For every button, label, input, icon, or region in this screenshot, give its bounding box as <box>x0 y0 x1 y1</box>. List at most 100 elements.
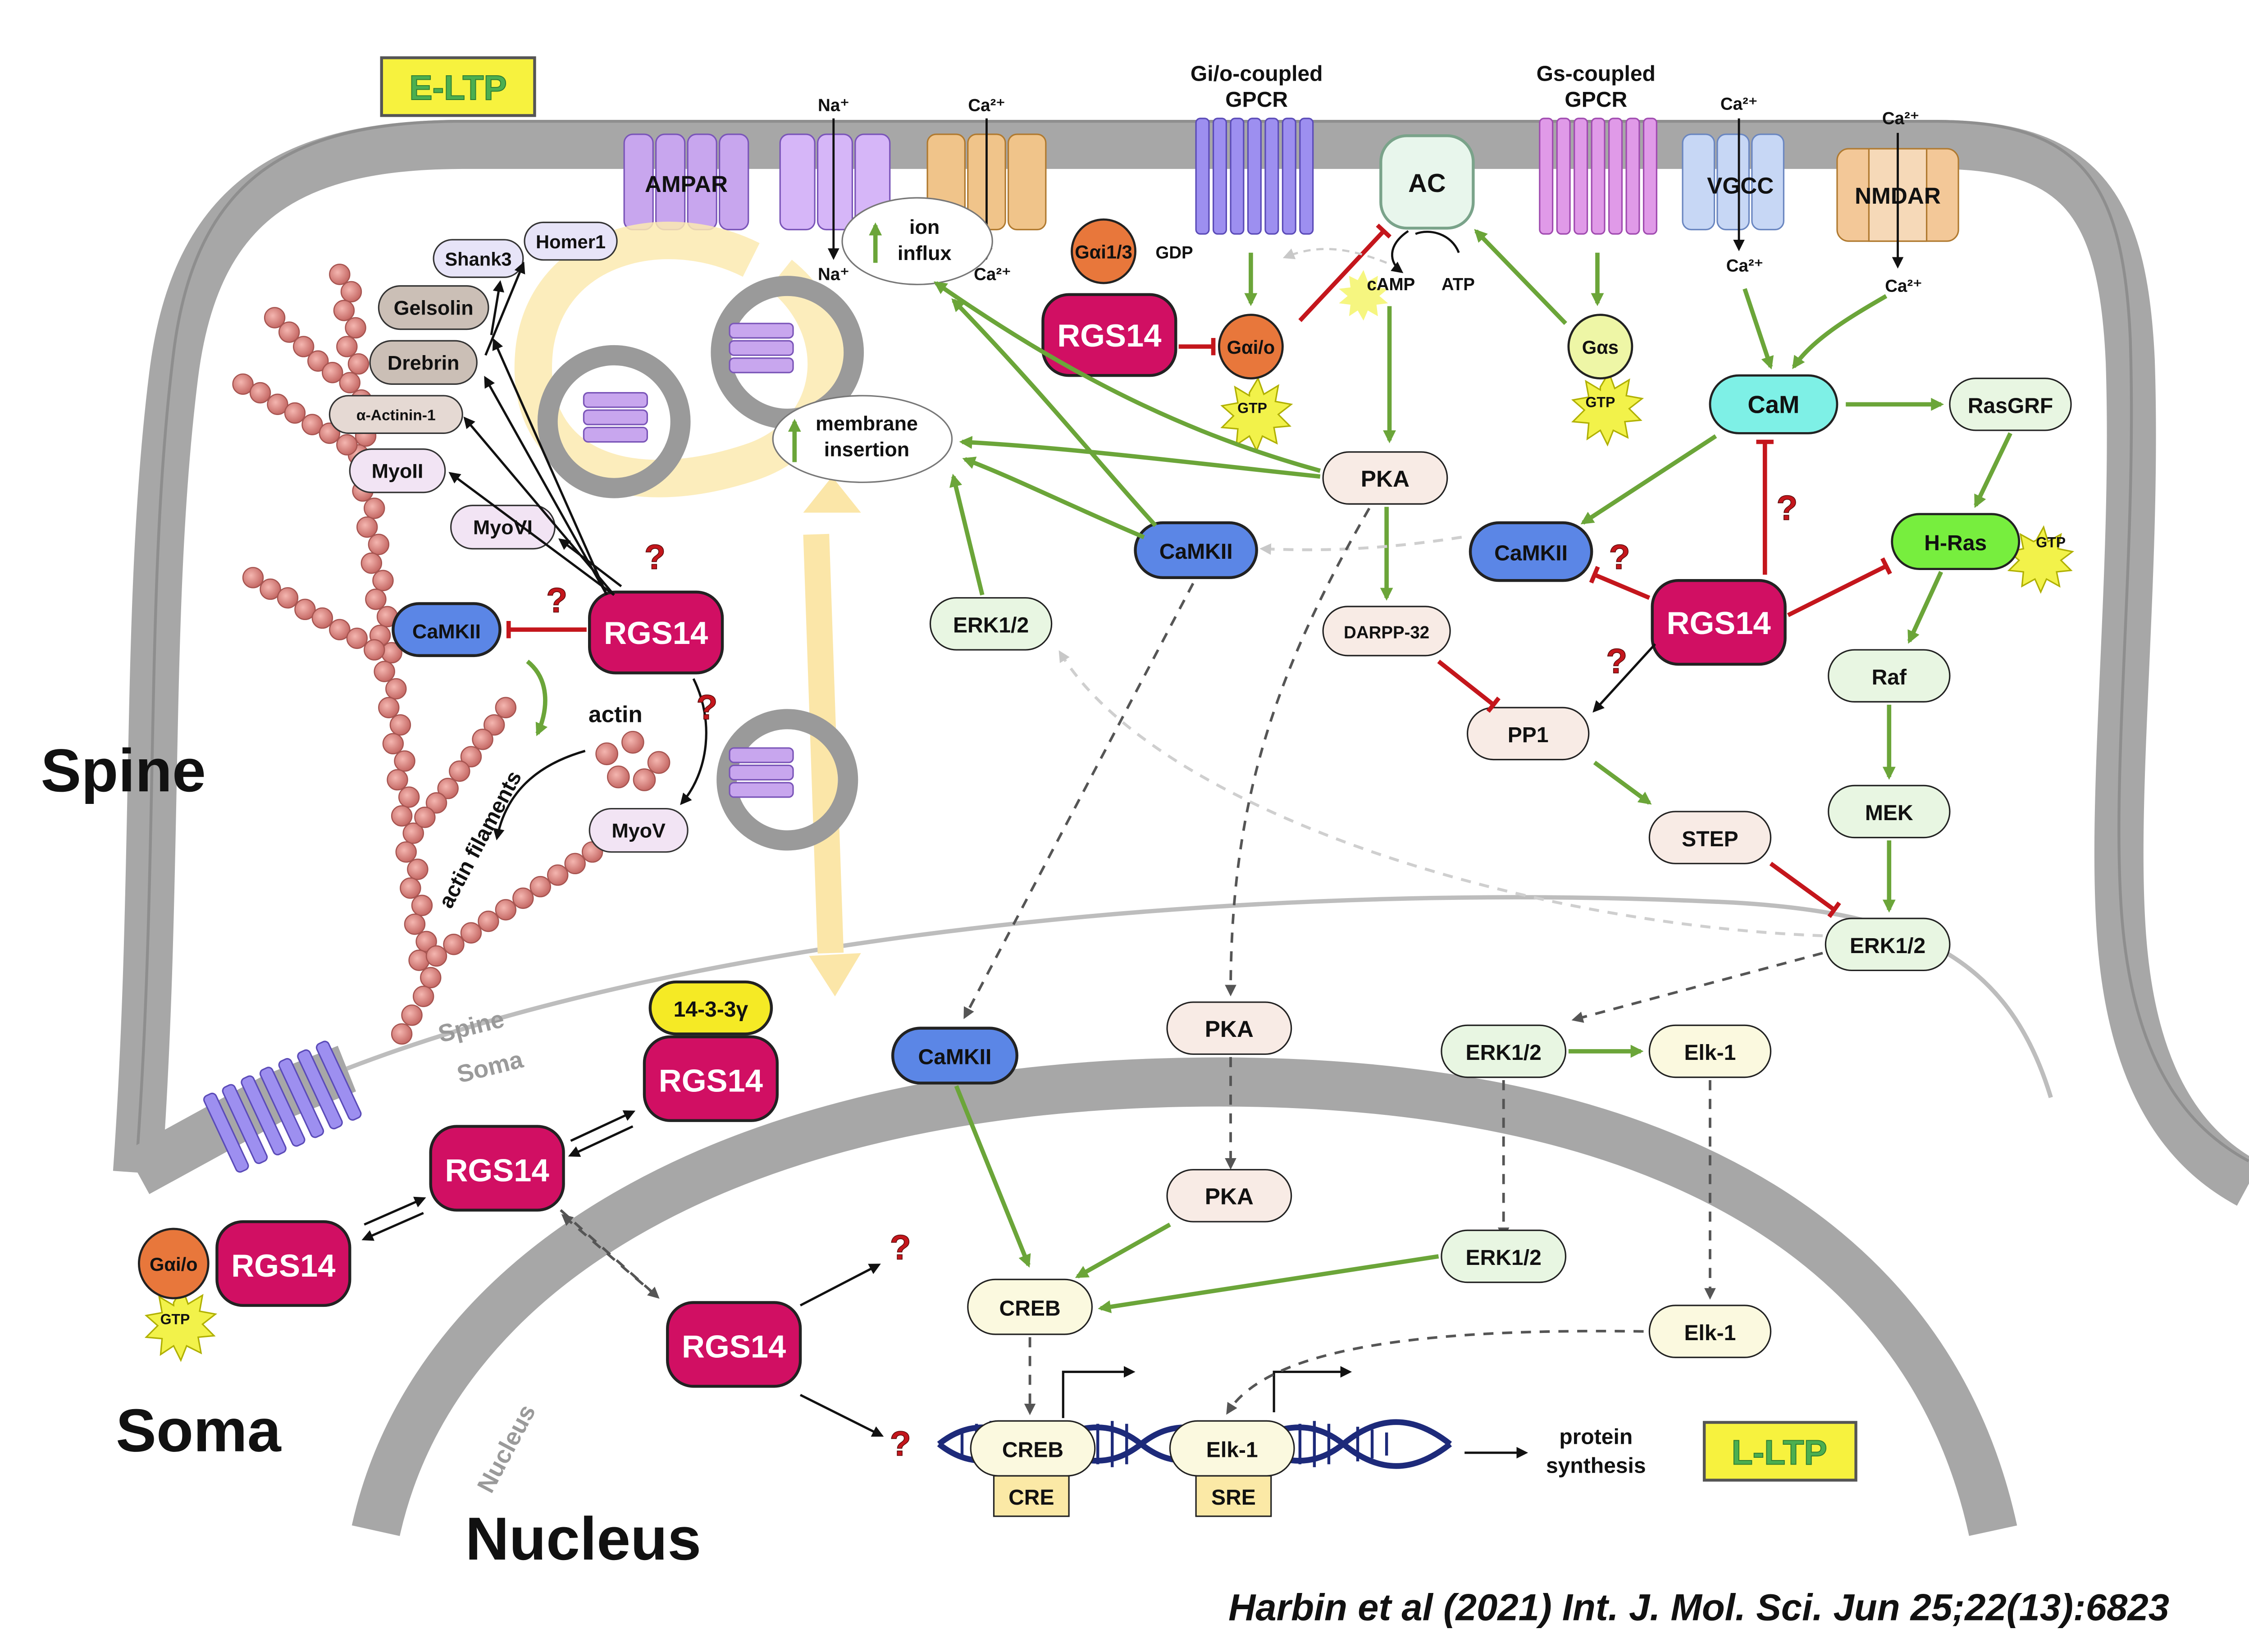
pka-soma-node: PKA <box>1166 1001 1292 1055</box>
nuclear-envelope <box>351 1057 2017 1536</box>
nmdar-channel: NMDAR Ca²⁺ Ca²⁺ <box>1836 109 1959 296</box>
svg-text:H-Ras: H-Ras <box>1924 531 1987 555</box>
erk-spine-right: ERK1/2 <box>1825 917 1951 972</box>
alpha-actinin-node: α-Actinin-1 <box>328 395 463 434</box>
question-mark-icon: ? <box>1609 538 1630 577</box>
svg-text:RGS14: RGS14 <box>604 615 708 651</box>
shank3-node: Shank3 <box>433 239 524 278</box>
ion-influx-node: ion influx <box>841 197 993 285</box>
svg-text:PKA: PKA <box>1205 1016 1254 1042</box>
svg-text:Gαi/o: Gαi/o <box>150 1254 198 1275</box>
svg-text:Ca²⁺: Ca²⁺ <box>974 265 1011 284</box>
svg-text:AMPAR: AMPAR <box>645 171 728 197</box>
svg-text:Gαi/o: Gαi/o <box>1227 337 1275 358</box>
svg-text:CaMKII: CaMKII <box>412 620 481 643</box>
question-mark-icon: ? <box>546 581 567 620</box>
svg-text:Raf: Raf <box>1872 665 1907 689</box>
ampar-channel: AMPAR <box>623 133 749 231</box>
rgs14-gpcr-node: RGS14 <box>1041 293 1177 377</box>
spine-label: Spine <box>41 736 205 804</box>
homer1-node: Homer1 <box>524 221 618 261</box>
svg-text:L-LTP: L-LTP <box>1732 1433 1827 1472</box>
svg-text:α-Actinin-1: α-Actinin-1 <box>356 407 436 424</box>
plasma-membrane <box>113 119 2249 1206</box>
nucleus-region-small: Nucleus <box>472 1400 541 1497</box>
myovi-node: MyoVI <box>450 504 556 550</box>
erk-spine-left: ERK1/2 <box>929 597 1053 651</box>
myoii-node: MyoII <box>349 448 446 493</box>
svg-text:Gi/o-coupled: Gi/o-coupled <box>1191 61 1323 86</box>
svg-text:Gs-coupled: Gs-coupled <box>1537 61 1656 86</box>
protein-synthesis-label: synthesis <box>1546 1454 1646 1478</box>
svg-text:RasGRF: RasGRF <box>1968 393 2053 418</box>
rasgrf-node: RasGRF <box>1949 377 2072 431</box>
raf-node: Raf <box>1828 649 1951 703</box>
svg-text:Homer1: Homer1 <box>536 231 606 252</box>
question-mark-icon: ? <box>1776 489 1797 528</box>
svg-text:Elk-1: Elk-1 <box>1684 1040 1736 1065</box>
svg-text:RGS14: RGS14 <box>659 1063 763 1099</box>
svg-text:membrane: membrane <box>816 412 918 435</box>
rgs14-nucleus-node: RGS14 <box>666 1301 802 1388</box>
svg-text:CaMKII: CaMKII <box>1159 539 1233 564</box>
svg-text:DARPP-32: DARPP-32 <box>1344 623 1429 642</box>
question-mark-icon: ? <box>890 1424 911 1463</box>
pka-spine-node: PKA <box>1322 451 1448 505</box>
elk-soma-node: Elk-1 <box>1648 1024 1772 1078</box>
svg-text:ERK1/2: ERK1/2 <box>1466 1246 1542 1270</box>
pka-nucleus-node: PKA <box>1166 1169 1292 1223</box>
rgs14-spine-right: RGS14 <box>1651 579 1787 666</box>
camkii-spine-mid: CaMKII <box>1134 521 1258 580</box>
elk-nucleus-node: Elk-1 <box>1648 1305 1772 1358</box>
atp-label: ATP <box>1442 275 1475 294</box>
camkii-spine-right: CaMKII <box>1469 521 1593 582</box>
gas-node: Gαs GTP <box>1567 314 1644 447</box>
svg-text:E-LTP: E-LTP <box>409 68 506 107</box>
gaio-node: Gαi/o GTP <box>1218 314 1293 452</box>
elk-dna-node: SRE Elk-1 <box>1169 1420 1295 1517</box>
svg-text:Ca²⁺: Ca²⁺ <box>1720 95 1757 114</box>
pp1-node: PP1 <box>1466 707 1590 761</box>
svg-text:CREB: CREB <box>999 1296 1061 1320</box>
svg-text:Drebrin: Drebrin <box>388 351 460 374</box>
svg-text:Ca²⁺: Ca²⁺ <box>1726 256 1763 275</box>
step-node: STEP <box>1648 811 1772 864</box>
svg-text:Gαs: Gαs <box>1582 337 1619 358</box>
protein-1433-node: 14-3-3γ <box>648 980 773 1036</box>
svg-text:Ca²⁺: Ca²⁺ <box>968 96 1005 115</box>
svg-text:Na⁺: Na⁺ <box>818 96 849 115</box>
svg-text:RGS14: RGS14 <box>1667 605 1771 641</box>
rgs14-soma-node: RGS14 <box>429 1125 565 1212</box>
svg-text:CRE: CRE <box>1008 1485 1054 1510</box>
spine-soma-boundary <box>346 895 2053 1098</box>
svg-text:GPCR: GPCR <box>1225 87 1288 112</box>
creb-node: CREB <box>967 1278 1093 1335</box>
svg-text:influx: influx <box>898 242 952 265</box>
svg-text:14-3-3γ: 14-3-3γ <box>674 997 748 1022</box>
svg-text:Na⁺: Na⁺ <box>818 265 849 284</box>
question-mark-icon: ? <box>644 538 666 577</box>
svg-text:insertion: insertion <box>824 438 909 461</box>
svg-text:Gelsolin: Gelsolin <box>394 297 474 319</box>
svg-text:GTP: GTP <box>160 1311 190 1328</box>
camkii-spine-left: CaMKII <box>392 602 502 657</box>
svg-text:ERK1/2: ERK1/2 <box>1466 1040 1542 1065</box>
svg-text:RGS14: RGS14 <box>1057 318 1161 353</box>
svg-text:PKA: PKA <box>1361 466 1410 492</box>
svg-text:GTP: GTP <box>1585 394 1615 411</box>
drebrin-node: Drebrin <box>369 340 478 385</box>
soma-region-small: Soma <box>454 1045 526 1088</box>
erk-soma-node: ERK1/2 <box>1441 1024 1567 1078</box>
svg-text:PKA: PKA <box>1205 1184 1254 1209</box>
svg-text:GTP: GTP <box>2036 534 2066 551</box>
svg-text:Shank3: Shank3 <box>445 249 511 270</box>
svg-text:RGS14: RGS14 <box>682 1328 786 1364</box>
myov-node: MyoV <box>588 808 689 853</box>
darpp-32-node: DARPP-32 <box>1322 606 1451 657</box>
actin-label: actin <box>588 701 643 727</box>
svg-text:SRE: SRE <box>1211 1485 1256 1510</box>
svg-text:MyoII: MyoII <box>372 460 424 483</box>
citation: Harbin et al (2021) Int. J. Mol. Sci. Ju… <box>1228 1586 2169 1628</box>
mek-node: MEK <box>1828 785 1951 839</box>
vgcc-channel: VGCC Ca²⁺ Ca²⁺ <box>1682 95 1784 275</box>
